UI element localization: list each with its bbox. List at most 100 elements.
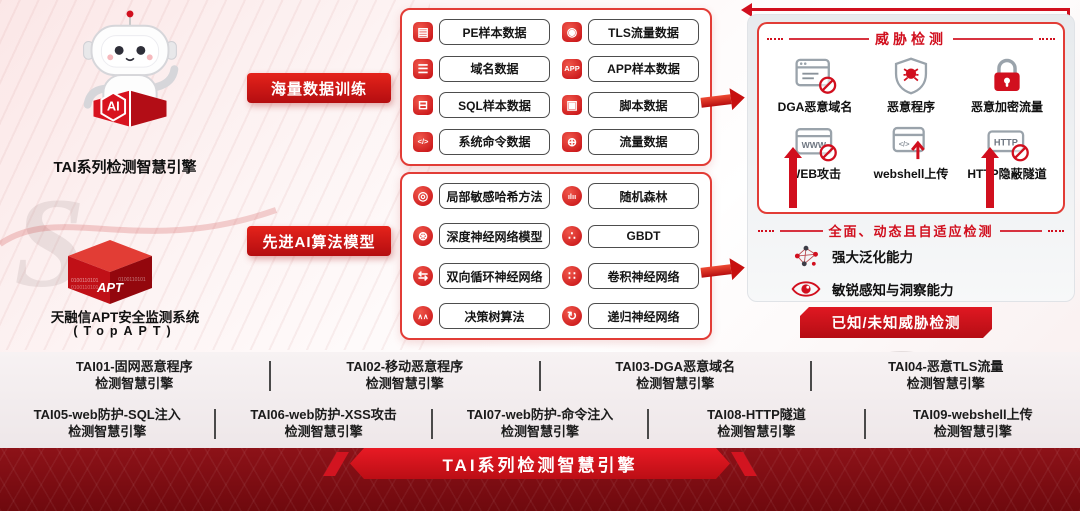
- engine-name-line1: TAI04-恶意TLS流量: [888, 359, 1004, 375]
- ribbon-decoration-left: [323, 452, 349, 476]
- script-file-icon: ▣: [562, 95, 582, 116]
- item-label: TLS流量数据: [588, 19, 699, 45]
- algorithm-item: ∧∧决策树算法: [413, 303, 550, 329]
- header-line-decoration: [953, 38, 1033, 40]
- engine-name-line2: 检测智慧引擎: [933, 424, 1012, 439]
- algorithm-item: ∴GBDT: [562, 223, 699, 249]
- deep-nn-icon: ⊛: [413, 226, 433, 246]
- training-label: 海量数据训练: [247, 73, 391, 103]
- lsh-target-icon: ◎: [413, 186, 433, 206]
- engine-name-line2: 检测智慧引擎: [501, 424, 580, 439]
- header-line-decoration: [780, 229, 823, 232]
- engine-name-line1: TAI03-DGA恶意域名: [615, 359, 736, 375]
- engine-divider: [430, 409, 433, 439]
- engine-name-line2: 检测智慧引擎: [284, 424, 363, 439]
- header-dots-decoration: [1039, 38, 1055, 40]
- engine-item: TAI08-HTTP隧道检测智慧引擎: [649, 407, 863, 441]
- engine-name-line1: TAI09-webshell上传: [912, 407, 1033, 423]
- arrow-data-to-threat: [700, 94, 732, 108]
- data-item: ◉ TLS流量数据: [562, 19, 699, 45]
- app-icon: APP: [562, 58, 582, 79]
- engine-divider: [863, 409, 866, 439]
- threat-item: 恶意加密流量: [959, 56, 1055, 115]
- random-forest-icon: ılıı: [562, 186, 582, 206]
- engine-name-line1: TAI01-固网恶意程序: [75, 359, 193, 375]
- traffic-globe-icon: ⊕: [562, 131, 582, 152]
- threat-item: 恶意程序: [863, 56, 959, 115]
- algorithm-item: ⇆双向循环神经网络: [413, 263, 550, 289]
- terminal-icon: </>: [413, 131, 433, 152]
- threat-grid: DGA恶意域名 恶意程序 恶意加密流量 WWW WEB攻击 </> webshell上传 HT…: [767, 56, 1055, 182]
- adaptive-items: 强大泛化能力敏锐感知与洞察能力: [790, 243, 954, 302]
- engine-item: TAI02-移动恶意程序检测智慧引擎: [271, 359, 540, 393]
- up-arrow: [986, 158, 994, 208]
- item-label: SQL样本数据: [439, 92, 550, 119]
- engine-item: TAI06-web防护-XSS攻击检测智慧引擎: [216, 407, 430, 441]
- header-dots-decoration: [1048, 229, 1065, 232]
- binary-texture: 0100110101: [71, 285, 99, 291]
- threat-label: webshell上传: [873, 167, 949, 181]
- binary-texture: 0100110101: [118, 277, 146, 283]
- threat-label: WEB攻击: [789, 167, 841, 181]
- header-dots-decoration: [767, 38, 783, 40]
- apt-system-subtitle: (TopAPT): [73, 324, 177, 338]
- engine-name-line1: TAI02-移动恶意程序: [346, 359, 464, 375]
- threat-label: DGA恶意域名: [777, 100, 853, 114]
- dga-domain-icon: [792, 56, 838, 96]
- threat-title: 威胁检测: [875, 31, 947, 47]
- data-item: ▣ 脚本数据: [562, 92, 699, 119]
- threat-label: 恶意加密流量: [970, 100, 1043, 114]
- threat-detection-box: 威胁检测 DGA恶意域名 恶意程序 恶意加密流量 WWW WEB攻击 </> webshel…: [757, 22, 1065, 214]
- series-banner-title: TAI系列检测智慧引擎: [350, 448, 730, 479]
- encrypted-traffic-icon: [984, 56, 1030, 96]
- item-label: 系统命令数据: [439, 128, 550, 155]
- threat-item: DGA恶意域名: [767, 56, 863, 115]
- apt-cube-label: APT: [96, 280, 124, 295]
- web-attack-icon: WWW: [792, 123, 838, 163]
- adaptive-label: 敏锐感知与洞察能力: [832, 283, 954, 298]
- item-label: 决策树算法: [439, 303, 550, 329]
- engine-divider: [647, 409, 650, 439]
- algorithm-item: ↻递归神经网络: [562, 303, 699, 329]
- tls-fingerprint-icon: ◉: [562, 22, 582, 42]
- data-item: ▤PE样本数据: [413, 19, 550, 45]
- engine-name-line2: 检测智慧引擎: [365, 376, 444, 391]
- threat-header: 威胁检测: [767, 29, 1055, 49]
- item-label: APP样本数据: [588, 55, 699, 82]
- engine-name-line2: 检测智慧引擎: [636, 376, 715, 391]
- threat-label: 恶意程序: [886, 100, 935, 114]
- webshell-upload-icon: </>: [888, 123, 934, 163]
- engine-name-line1: TAI08-HTTP隧道: [707, 407, 806, 423]
- ribbon-decoration-right: [731, 452, 757, 476]
- adaptive-label: 强大泛化能力: [832, 250, 913, 265]
- adaptive-item: 敏锐感知与洞察能力: [790, 276, 954, 302]
- engine-divider: [809, 361, 812, 391]
- known-unknown-threat-label: 已知/未知威胁检测: [800, 307, 992, 338]
- engine-name-line2: 检测智慧引擎: [717, 424, 796, 439]
- malware-shield-icon: [888, 56, 934, 96]
- item-label: 脚本数据: [588, 92, 699, 119]
- sql-database-icon: ⊟: [413, 95, 433, 116]
- svg-text:HTTP: HTTP: [994, 137, 1018, 147]
- engine-divider: [214, 409, 217, 439]
- item-label: 局部敏感哈希方法: [439, 183, 550, 209]
- engine-divider: [539, 361, 541, 391]
- item-label: 域名数据: [439, 55, 550, 82]
- engine-name-line2: 检测智慧引擎: [68, 424, 147, 439]
- item-label: 双向循环神经网络: [439, 263, 550, 289]
- generalization-network-icon: [790, 243, 822, 269]
- adaptive-title: 全面、动态且自适应检测: [828, 224, 994, 239]
- insight-eye-icon: [790, 276, 822, 302]
- engine-item: TAI05-web防护-SQL注入检测智慧引擎: [0, 407, 214, 441]
- apt-cube: 0100110101 0100110101 0100110101 APT: [68, 240, 152, 304]
- threat-panel: 威胁检测 DGA恶意域名 恶意程序 恶意加密流量 WWW WEB攻击 </> webshel…: [747, 14, 1075, 302]
- svg-text:WWW: WWW: [802, 140, 827, 150]
- item-label: GBDT: [588, 224, 699, 248]
- threat-item: WWW WEB攻击: [767, 123, 863, 182]
- cnn-icon: ∷: [562, 266, 582, 286]
